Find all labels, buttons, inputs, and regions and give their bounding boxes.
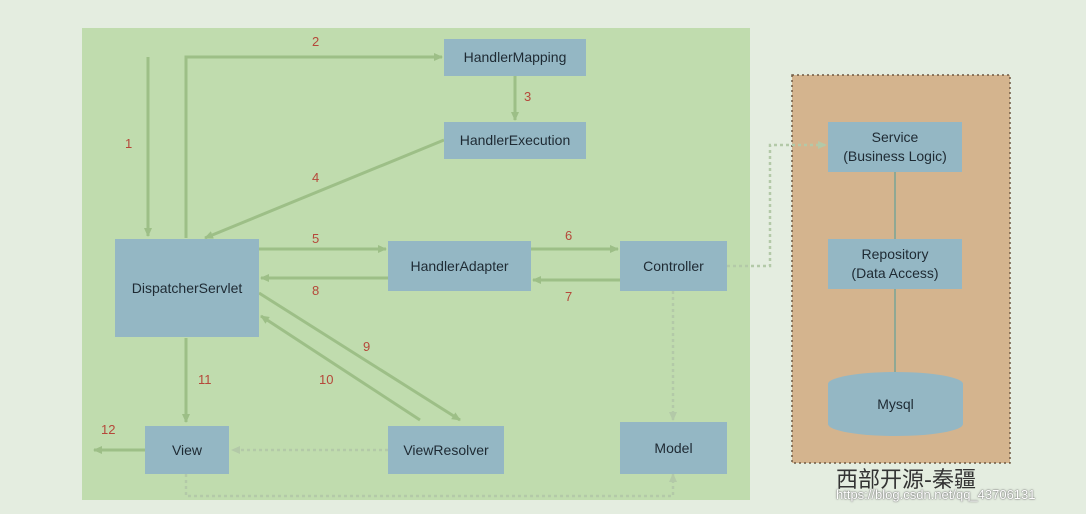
service-subtitle: (Business Logic) (843, 148, 947, 164)
handler-mapping-label: HandlerMapping (463, 49, 567, 65)
step-number-1: 1 (125, 136, 133, 151)
controller-label: Controller (643, 257, 704, 274)
view-label: View (171, 441, 203, 458)
step-number-10: 10 (319, 372, 334, 387)
mysql-label: Mysql (877, 396, 914, 412)
mysql-database-node: Mysql (828, 372, 963, 436)
step-number-6: 6 (565, 228, 573, 243)
arrow-10 (260, 314, 421, 422)
handler-adapter-node: HandlerAdapter (388, 241, 531, 291)
handler-mapping-node: HandlerMapping (444, 39, 586, 76)
handler-adapter-label: HandlerAdapter (410, 257, 509, 274)
dotted-arrow-view-model (184, 473, 677, 498)
view-node: View (145, 426, 229, 474)
repository-node: Repository (Data Access) (828, 239, 962, 289)
step-number-2: 2 (312, 34, 320, 49)
model-node: Model (620, 422, 727, 474)
step-number-3: 3 (524, 89, 532, 104)
dispatcher-servlet-node: DispatcherServlet (115, 239, 259, 337)
service-title: Service (871, 129, 919, 145)
repository-title: Repository (861, 246, 929, 262)
arrow-2 (184, 53, 443, 238)
dotted-connector-controller-service (727, 141, 827, 268)
controller-node: Controller (620, 241, 727, 291)
handler-execution-label: HandlerExecution (459, 132, 571, 148)
step-number-4: 4 (312, 170, 320, 185)
model-label: Model (654, 439, 693, 456)
watermark-title: 西部开源-秦疆 (836, 468, 976, 493)
step-number-11: 11 (198, 372, 212, 387)
arrow-9 (258, 291, 461, 422)
step-number-7: 7 (565, 289, 573, 304)
step-number-5: 5 (312, 231, 320, 246)
watermark-url: https://blog.csdn.net/qq_43706131 (836, 487, 1036, 502)
service-node: Service (Business Logic) (828, 122, 962, 172)
step-number-8: 8 (312, 283, 320, 298)
arrow-4 (204, 138, 445, 240)
view-resolver-node: ViewResolver (388, 426, 504, 474)
handler-execution-node: HandlerExecution (444, 122, 586, 159)
step-number-9: 9 (363, 339, 371, 354)
repository-subtitle: (Data Access) (851, 265, 939, 281)
view-resolver-label: ViewResolver (403, 441, 489, 458)
dispatcher-servlet-label: DispatcherServlet (131, 279, 243, 296)
step-number-12: 12 (101, 422, 116, 437)
